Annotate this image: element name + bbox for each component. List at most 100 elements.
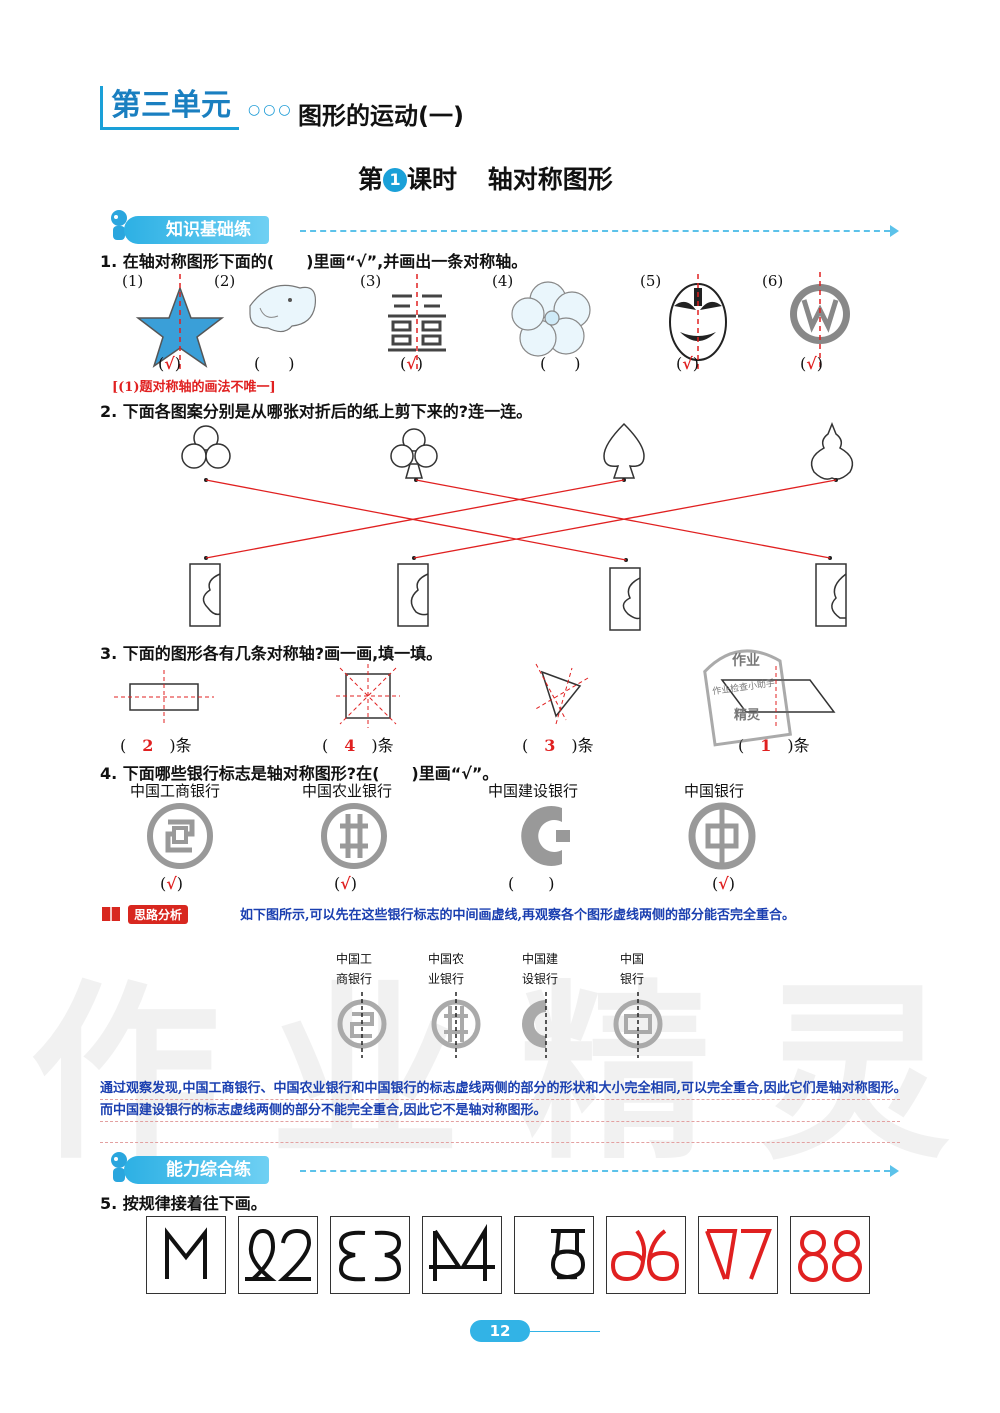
lesson-name: 轴对称图形 bbox=[487, 165, 613, 194]
q1-note: [(1)题对称轴的画法不唯一] bbox=[112, 380, 276, 395]
star-figure bbox=[135, 274, 225, 370]
mascot-icon bbox=[104, 208, 134, 242]
club-shape bbox=[390, 428, 438, 479]
sequence-cell-8 bbox=[790, 1216, 870, 1294]
question-5: 5. 按规律接着往下画。 bbox=[100, 1194, 267, 1213]
mascot-icon-2 bbox=[104, 1150, 134, 1184]
analysis-label-icbc-1: 中国工 bbox=[336, 952, 373, 966]
q3-figures bbox=[114, 663, 836, 728]
sequence-cell-5 bbox=[514, 1216, 594, 1294]
stamp-bottom: 精灵 bbox=[734, 708, 761, 723]
bank-name-icbc: 中国工商银行 bbox=[130, 782, 221, 800]
match-line-4 bbox=[413, 479, 837, 559]
q1-label-1: (1) bbox=[122, 272, 144, 290]
trapezoid-figure bbox=[720, 666, 836, 726]
q1-answer-4: () bbox=[540, 354, 581, 373]
lesson-suffix: 课时 bbox=[407, 165, 458, 194]
ccb-logo-icon bbox=[521, 806, 570, 866]
q1-label-3: (3) bbox=[360, 272, 382, 290]
stamp-seal bbox=[691, 630, 802, 754]
q1-label-2: (2) bbox=[214, 272, 236, 290]
watermark-jing: 精 bbox=[520, 962, 711, 1185]
q1-answer-3: (√) bbox=[400, 354, 424, 373]
analysis-separator-3 bbox=[100, 1142, 900, 1143]
analysis-conclusion: 通过观察发现,中国工商银行、中国农业银行和中国银行的标志虚线两侧的部分的形状和大… bbox=[100, 1081, 907, 1118]
q2-matching-figure bbox=[181, 421, 854, 631]
unit-label: 第三单元 bbox=[100, 86, 239, 130]
opera-mask-figure bbox=[669, 274, 727, 370]
q4-answer-2: (√) bbox=[334, 874, 358, 893]
q1-answer-1: (√) bbox=[158, 354, 182, 373]
sequence-cell-3 bbox=[330, 1216, 410, 1294]
match-line-1 bbox=[205, 479, 627, 561]
analysis-separator-2 bbox=[100, 1121, 900, 1122]
bank-logos bbox=[147, 802, 756, 870]
sequence-cell-2 bbox=[238, 1216, 318, 1294]
q1-figures bbox=[135, 272, 850, 370]
bank-name-abc: 中国农业银行 bbox=[302, 782, 393, 800]
icbc-logo-icon bbox=[147, 803, 213, 869]
lesson-number-badge: 1 bbox=[383, 168, 408, 192]
q1-answer-5: (√) bbox=[676, 354, 700, 373]
arrow-right-icon bbox=[890, 225, 899, 237]
analysis-label-icbc-2: 商银行 bbox=[336, 972, 373, 986]
question-2: 2. 下面各图案分别是从哪张对折后的纸上剪下来的?连一连。 bbox=[100, 402, 533, 421]
analysis-tag: 思路分析 bbox=[128, 905, 189, 924]
clover-three-shape bbox=[181, 425, 231, 469]
section-line-2 bbox=[300, 1170, 890, 1172]
rectangle-figure bbox=[114, 670, 214, 726]
elephant-figure bbox=[249, 284, 317, 333]
section-banner-ability: 能力综合练 bbox=[124, 1156, 269, 1184]
page-number-line bbox=[530, 1331, 600, 1332]
analysis-separator-1 bbox=[100, 1099, 900, 1100]
watermark-ye: 业 bbox=[270, 962, 461, 1185]
abc-logo-icon bbox=[321, 803, 387, 869]
bank-name-ccb: 中国建设银行 bbox=[488, 782, 579, 800]
question-3: 3. 下面的图形各有几条对称轴?画一画,填一填。 bbox=[100, 644, 443, 663]
sequence-cell-4 bbox=[422, 1216, 502, 1294]
analysis-intro: 如下图所示,可以先在这些银行标志的中间画虚线,再观察各个图形虚线两侧的部分能否完… bbox=[240, 908, 796, 923]
watermark-ling: 灵 bbox=[760, 962, 951, 1185]
q4-answer-3: () bbox=[508, 874, 555, 893]
sequence-cell-1 bbox=[146, 1216, 226, 1294]
analysis-label-ccb-2: 设银行 bbox=[522, 972, 559, 986]
triangle-figure bbox=[533, 663, 589, 725]
q4-answer-1: (√) bbox=[160, 874, 184, 893]
arrow-right-icon-2 bbox=[890, 1165, 899, 1177]
q3-answer-1: ( 2 )条 bbox=[120, 736, 192, 755]
q4-answer-4: (√) bbox=[712, 874, 736, 893]
double-happiness-figure bbox=[388, 274, 446, 370]
stamp-top: 作业 bbox=[732, 653, 760, 669]
match-line-3 bbox=[205, 479, 625, 559]
analysis-label-boc-1: 中国 bbox=[620, 952, 645, 966]
q1-answer-2: () bbox=[254, 354, 295, 373]
spade-shape bbox=[603, 422, 645, 479]
q1-label-6: (6) bbox=[762, 272, 784, 290]
analysis-logos bbox=[337, 992, 663, 1058]
analysis-label-abc-1: 中国农 bbox=[428, 952, 465, 966]
watermark-zuo: 作 bbox=[30, 962, 221, 1185]
vw-logo-figure bbox=[790, 272, 850, 370]
question-4: 4. 下面哪些银行标志是轴对称图形?在( )里画“√”。 bbox=[100, 764, 499, 783]
q3-answer-3: ( 3 )条 bbox=[522, 736, 594, 755]
flower-figure bbox=[511, 281, 591, 357]
sequence-cell-7 bbox=[698, 1216, 778, 1294]
analysis-book-icon bbox=[100, 904, 122, 924]
unit-dots: ○○○ bbox=[248, 102, 294, 118]
unit-title: 图形的运动(一) bbox=[298, 102, 464, 130]
q1-label-5: (5) bbox=[640, 272, 662, 290]
square-figure bbox=[336, 664, 400, 728]
bank-name-boc: 中国银行 bbox=[684, 782, 745, 800]
q3-answer-4: ( 1 )条 bbox=[738, 736, 810, 755]
question-1: 1. 在轴对称图形下面的( )里画“√”,并画出一条对称轴。 bbox=[100, 252, 528, 271]
page-number: 12 bbox=[470, 1320, 530, 1342]
gourd-shape bbox=[810, 421, 854, 480]
folded-paper-4 bbox=[815, 563, 847, 627]
folded-paper-3 bbox=[609, 567, 641, 631]
boc-logo-icon bbox=[688, 802, 756, 870]
q1-label-4: (4) bbox=[492, 272, 514, 290]
section-banner-basic: 知识基础练 bbox=[124, 216, 269, 244]
analysis-label-boc-2: 银行 bbox=[620, 972, 645, 986]
lesson-prefix: 第 bbox=[358, 165, 384, 194]
analysis-label-abc-2: 业银行 bbox=[428, 972, 465, 986]
